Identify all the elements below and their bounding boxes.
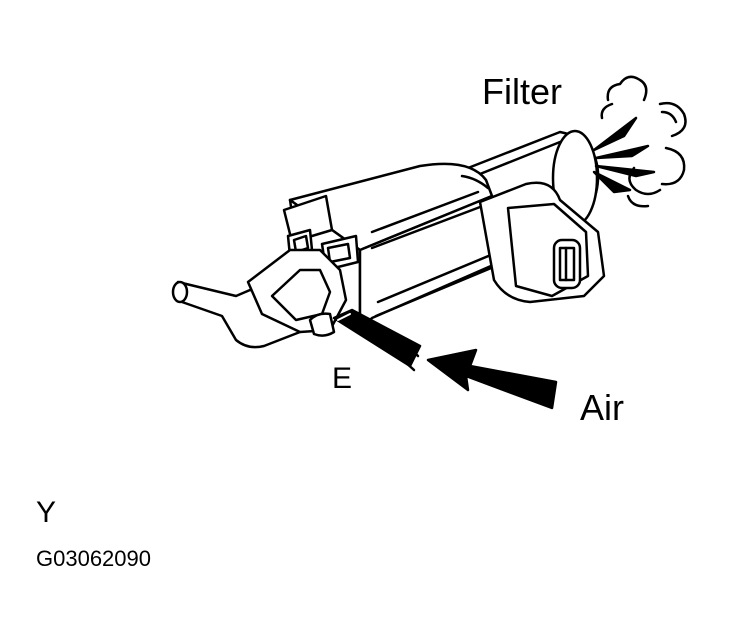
electrical-connector	[478, 181, 606, 304]
port-e-hose	[332, 308, 422, 372]
air-arrow-icon	[426, 348, 558, 410]
air-spray-icon	[592, 75, 687, 208]
figure-code: G03062090	[36, 546, 151, 571]
side-marker-label: Y	[36, 496, 56, 529]
filter-label: Filter	[482, 71, 562, 112]
air-label: Air	[580, 387, 624, 428]
left-hose-fitting	[171, 248, 348, 349]
port-e-label: E	[332, 362, 352, 395]
